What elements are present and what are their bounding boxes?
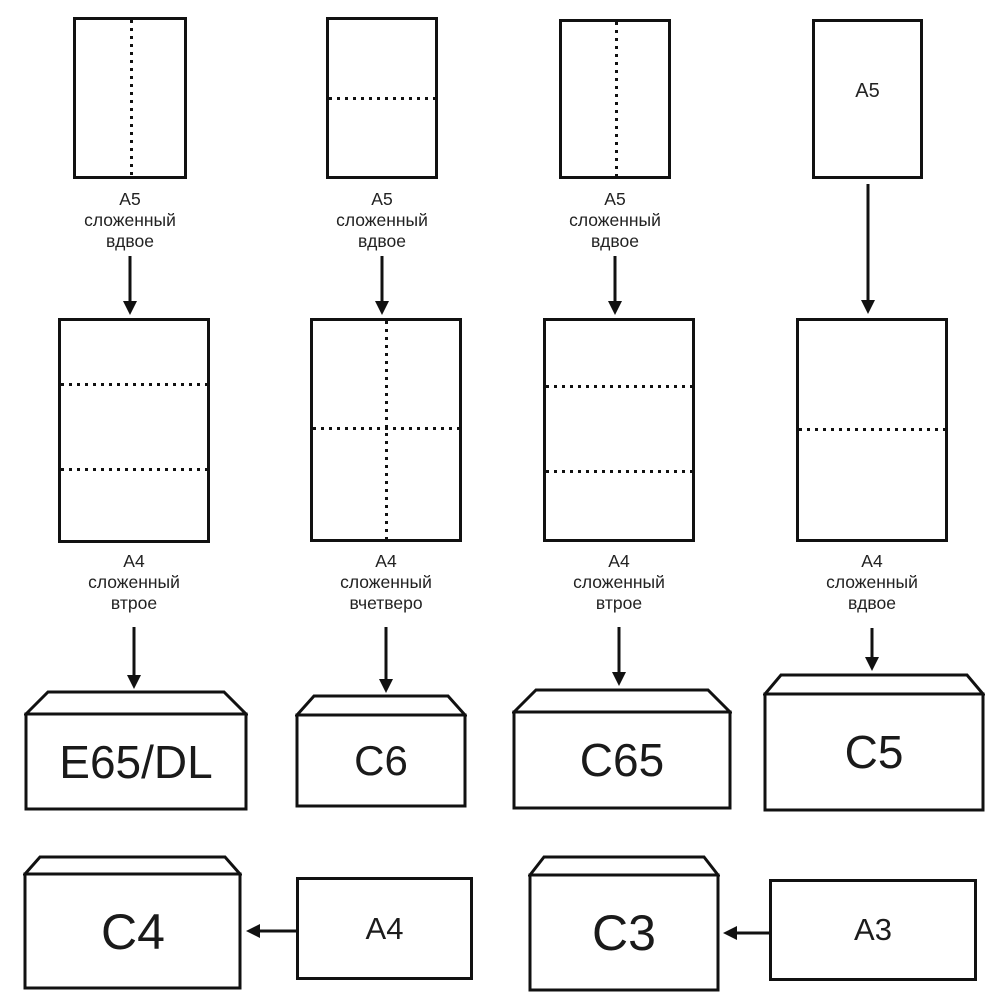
caption-line: А4 (861, 551, 883, 571)
sheet-inside-label: А5 (855, 80, 880, 102)
a4-flat-sheet: А4 (296, 877, 473, 980)
caption-line: сложенный (569, 210, 661, 230)
caption-line: сложенный (84, 210, 176, 230)
caption-line: сложенный (826, 572, 918, 592)
a3-flat-sheet: А3 (769, 879, 977, 981)
sheet-caption: А4 сложенный втрое (44, 551, 224, 614)
caption-line: вдвое (591, 231, 639, 251)
caption-line: А4 (375, 551, 397, 571)
caption-line: вдвое (358, 231, 406, 251)
a5-sheet-2 (326, 17, 438, 179)
arrow-down-icon (612, 627, 626, 686)
envelope-body (295, 713, 467, 808)
envelope-c6-highlighted: C6 (295, 694, 467, 808)
envelope-c5: C5 (763, 673, 985, 812)
envelope-body (512, 710, 732, 810)
envelope-e65dl: E65/DL (24, 690, 248, 811)
fold-line-horizontal (61, 383, 207, 386)
fold-line-vertical (385, 321, 388, 539)
envelope-body (23, 872, 242, 990)
envelope-flap (24, 690, 248, 716)
envelope-flap (295, 694, 467, 717)
caption-line: вдвое (106, 231, 154, 251)
caption-line: вдвое (848, 593, 896, 613)
fold-line-horizontal (313, 427, 459, 430)
caption-line: сложенный (340, 572, 432, 592)
arrow-down-icon (375, 256, 389, 315)
envelope-flap (23, 855, 242, 876)
envelope-body (24, 712, 248, 811)
envelope-c65: C65 (512, 688, 732, 810)
a5-sheet-1 (73, 17, 187, 179)
fold-line-horizontal (799, 428, 945, 431)
sheet-caption: А4 сложенный вдвое (782, 551, 962, 614)
envelope-body (528, 873, 720, 992)
caption-line: сложенный (336, 210, 428, 230)
envelope-flap (512, 688, 732, 714)
sheet-caption: А4 сложенный втрое (529, 551, 709, 614)
caption-line: А4 (123, 551, 145, 571)
arrow-down-icon (123, 256, 137, 315)
envelope-label: C5 (845, 726, 904, 778)
caption-line: А4 (608, 551, 630, 571)
caption-line: втрое (595, 593, 643, 613)
envelope-label: C65 (580, 734, 664, 786)
fold-line-vertical (615, 22, 618, 176)
envelope-flap (763, 673, 985, 696)
envelope-body (763, 692, 985, 812)
a4-sheet-2 (310, 318, 462, 542)
a5-sheet-4: А5 (812, 19, 923, 179)
fold-line-horizontal (329, 97, 435, 100)
caption-line: сложенный (573, 572, 665, 592)
envelope-label: C3 (592, 905, 656, 961)
sheet-caption: А5 сложенный вдвое (40, 189, 220, 252)
arrow-left-icon (246, 924, 296, 938)
fold-line-vertical (130, 20, 133, 176)
envelope-c3: C3 (528, 855, 720, 992)
arrow-left-icon (723, 926, 769, 940)
sheet-caption: А4 сложенный вчетверо (296, 551, 476, 614)
envelope-flap (528, 855, 720, 877)
arrow-down-icon (127, 627, 141, 689)
sheet-label: А3 (854, 912, 892, 947)
caption-line: сложенный (88, 572, 180, 592)
caption-line: А5 (604, 189, 626, 209)
a4-sheet-1 (58, 318, 210, 543)
caption-line: А5 (119, 189, 141, 209)
caption-line: втрое (110, 593, 158, 613)
arrow-down-icon (608, 256, 622, 315)
sheet-caption: А5 сложенный вдвое (292, 189, 472, 252)
fold-line-horizontal (546, 385, 692, 388)
fold-line-horizontal (61, 468, 207, 471)
a4-sheet-3 (543, 318, 695, 542)
arrow-down-icon (865, 628, 879, 671)
sheet-caption: А5 сложенный вдвое (525, 189, 705, 252)
caption-line: А5 (371, 189, 393, 209)
envelope-c4: C4 (23, 855, 242, 990)
sheet-label: А4 (365, 910, 404, 946)
envelope-label: C4 (101, 904, 165, 960)
arrow-down-icon (861, 184, 875, 314)
a4-sheet-4 (796, 318, 948, 542)
envelope-label: C6 (354, 737, 408, 784)
caption-line: вчетверо (349, 593, 423, 613)
arrow-down-icon (379, 627, 393, 693)
a5-sheet-3 (559, 19, 671, 179)
envelope-label: E65/DL (59, 736, 212, 788)
fold-line-horizontal (546, 470, 692, 473)
